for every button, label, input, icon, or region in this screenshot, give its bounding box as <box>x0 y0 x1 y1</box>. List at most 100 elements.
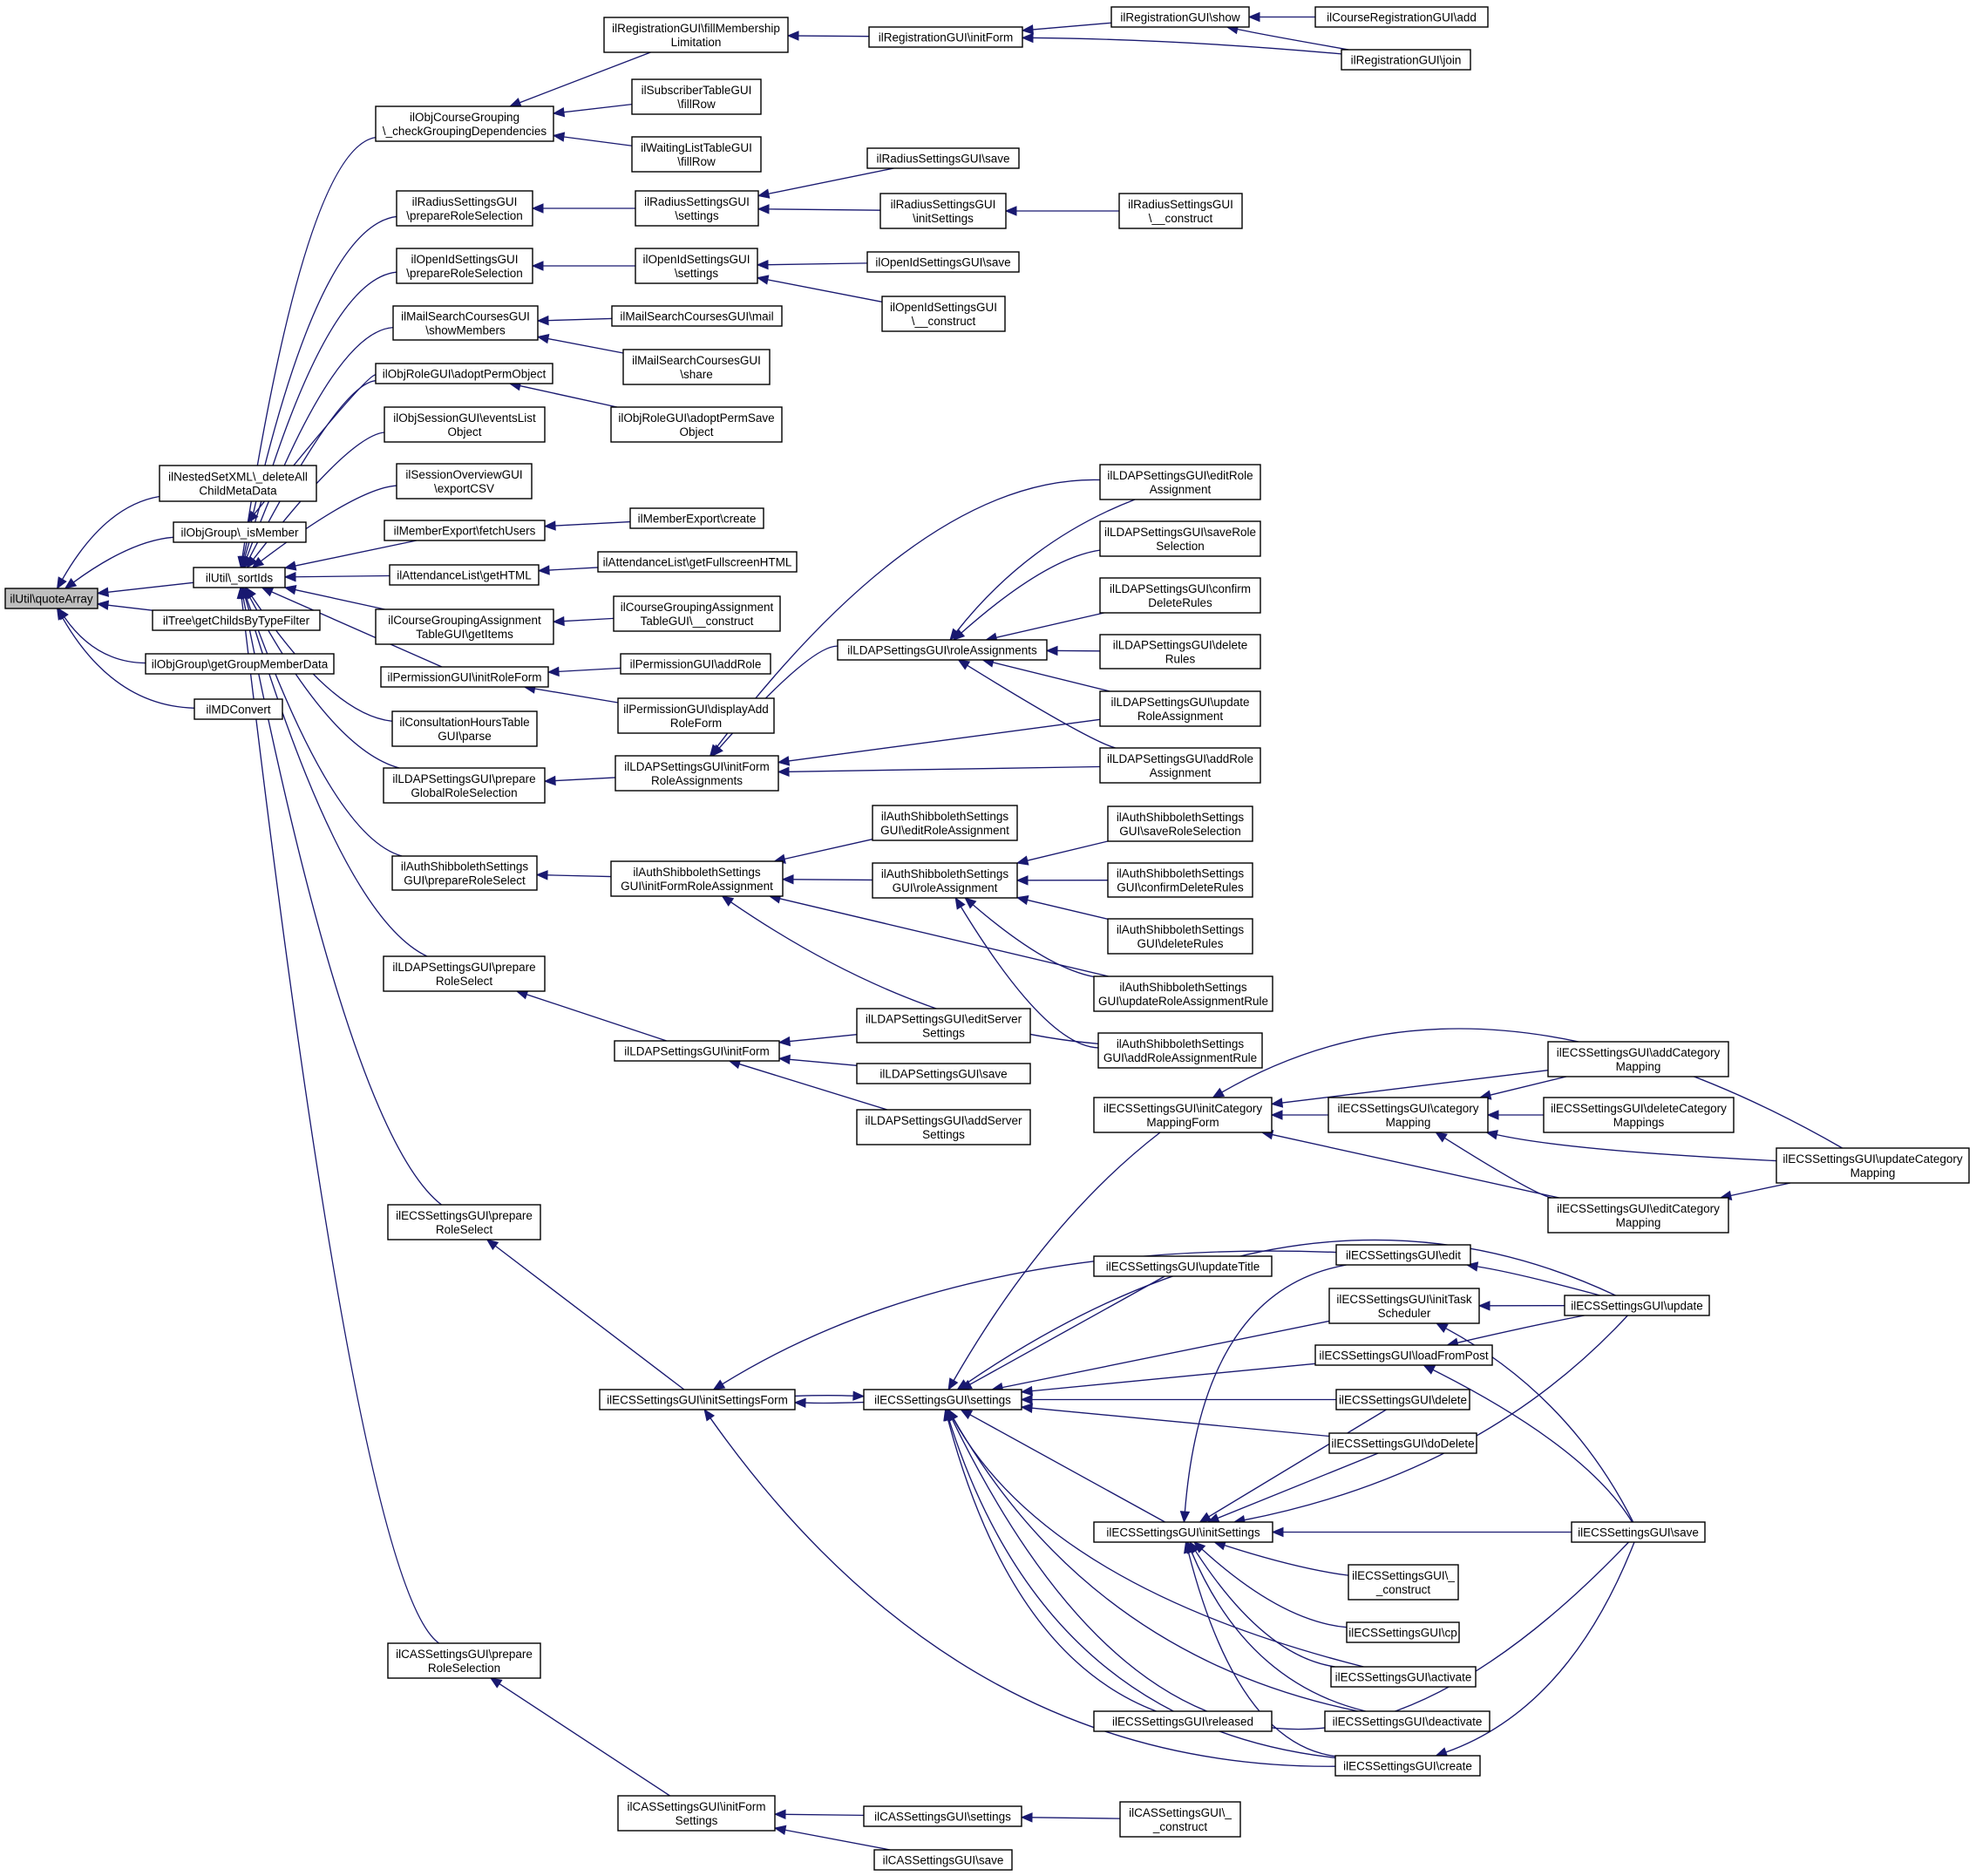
node-reg-init-form[interactable]: ilRegistrationGUI\initForm <box>868 26 1023 48</box>
node-radius-construct[interactable]: ilRadiusSettingsGUI\__construct <box>1118 193 1243 229</box>
node-radius-prepare[interactable]: ilRadiusSettingsGUI\prepareRoleSelection <box>396 190 533 227</box>
node-shib-init-form[interactable]: ilAuthShibbolethSettingsGUI\initFormRole… <box>610 860 784 897</box>
node-ecs-construct[interactable]: ilECSSettingsGUI\__construct <box>1348 1564 1459 1601</box>
node-session-overview[interactable]: ilSessionOverviewGUI\exportCSV <box>396 463 533 500</box>
node-ldap-update-role[interactable]: ilLDAPSettingsGUI\updateRoleAssignment <box>1099 690 1261 727</box>
node-ldap-confirm-del[interactable]: ilLDAPSettingsGUI\confirmDeleteRules <box>1099 577 1261 614</box>
node-ecs-cp[interactable]: ilECSSettingsGUI\cp <box>1346 1621 1460 1643</box>
node-reg-show[interactable]: ilRegistrationGUI\show <box>1110 6 1250 28</box>
node-ecs-prepare[interactable]: ilECSSettingsGUI\prepareRoleSelect <box>387 1204 541 1240</box>
node-ecs-edit[interactable]: ilECSSettingsGUI\edit <box>1335 1244 1471 1266</box>
node-ldap-prepare-role[interactable]: ilLDAPSettingsGUI\prepareRoleSelect <box>383 955 546 992</box>
node-ldap-role-assignments[interactable]: ilLDAPSettingsGUI\roleAssignments <box>837 639 1048 661</box>
node-radius-settings[interactable]: ilRadiusSettingsGUI\settings <box>635 190 759 227</box>
node-ldap-edit-role[interactable]: ilLDAPSettingsGUI\editRoleAssignment <box>1099 464 1261 500</box>
node-ecs-update-title[interactable]: ilECSSettingsGUI\updateTitle <box>1093 1255 1273 1277</box>
node-waiting-fill[interactable]: ilWaitingListTableGUI\fillRow <box>631 136 762 173</box>
node-quote-array[interactable]: ilUtil\quoteArray <box>4 588 98 609</box>
node-ecs-load-from-post[interactable]: ilECSSettingsGUI\loadFromPost <box>1314 1344 1493 1366</box>
node-ldap-save-role-sel[interactable]: ilLDAPSettingsGUI\saveRoleSelection <box>1099 520 1261 557</box>
node-shib-edit-role[interactable]: ilAuthShibbolethSettingsGUI\editRoleAssi… <box>872 805 1018 841</box>
node-ecs-do-delete[interactable]: ilECSSettingsGUI\doDelete <box>1328 1432 1477 1454</box>
node-perm-init-role[interactable]: ilPermissionGUI\initRoleForm <box>380 666 549 688</box>
node-shib-update-rule[interactable]: ilAuthShibbolethSettingsGUI\updateRoleAs… <box>1093 975 1273 1012</box>
node-attendance-get-h-t-m-l[interactable]: ilAttendanceList\getHTML <box>389 564 540 586</box>
node-ldap-prepare-global[interactable]: ilLDAPSettingsGUI\prepareGlobalRoleSelec… <box>383 767 546 804</box>
node-obj-group-get-member[interactable]: ilObjGroup\getGroupMemberData <box>145 653 335 675</box>
node-open-id-construct[interactable]: ilOpenIdSettingsGUI\__construct <box>881 296 1006 332</box>
node-ecs-update[interactable]: ilECSSettingsGUI\update <box>1564 1295 1710 1316</box>
node-ldap-delete-rules[interactable]: ilLDAPSettingsGUI\deleteRules <box>1099 634 1261 670</box>
node-ldap-init-form[interactable]: ilLDAPSettingsGUI\initForm <box>614 1040 780 1062</box>
node-obj-course-grouping[interactable]: ilObjCourseGrouping\_checkGroupingDepend… <box>375 105 554 142</box>
node-radius-save[interactable]: ilRadiusSettingsGUI\save <box>866 147 1020 169</box>
node-shib-save-role-sel[interactable]: ilAuthShibbolethSettingsGUI\saveRoleSele… <box>1107 805 1253 842</box>
node-obj-group-is-member[interactable]: ilObjGroup\_isMember <box>173 521 307 543</box>
node-member-export-create[interactable]: ilMemberExport\create <box>629 507 764 529</box>
node-ldap-add-role[interactable]: ilLDAPSettingsGUI\addRoleAssignment <box>1099 747 1261 784</box>
node-ecs-settings[interactable]: ilECSSettingsGUI\settings <box>863 1389 1022 1410</box>
node-cas-save[interactable]: ilCASSettingsGUI\save <box>873 1849 1013 1871</box>
node-open-id-save[interactable]: ilOpenIdSettingsGUI\save <box>866 251 1020 273</box>
node-attendance-full[interactable]: ilAttendanceList\getFullscreenHTML <box>597 551 798 573</box>
node-course-grouping-table[interactable]: ilCourseGroupingAssignmentTableGUI\getIt… <box>375 608 554 645</box>
node-ecs-released[interactable]: ilECSSettingsGUI\released <box>1093 1710 1273 1732</box>
node-reg-fill-member[interactable]: ilRegistrationGUI\fillMembershipLimitati… <box>603 17 789 53</box>
node-cas-construct[interactable]: ilCASSettingsGUI\__construct <box>1119 1801 1241 1838</box>
node-member-export-fetch[interactable]: ilMemberExport\fetchUsers <box>384 520 546 541</box>
node-ecs-deactivate[interactable]: ilECSSettingsGUI\deactivate <box>1324 1710 1490 1732</box>
node-shib-confirm-del[interactable]: ilAuthShibbolethSettingsGUI\confirmDelet… <box>1107 862 1253 898</box>
node-md-convert[interactable]: ilMDConvert <box>194 698 283 720</box>
node-course-reg-add[interactable]: ilCourseRegistrationGUI\add <box>1314 6 1489 28</box>
node-perm-add-role[interactable]: ilPermissionGUI\addRole <box>620 653 771 675</box>
node-open-id-settings[interactable]: ilOpenIdSettingsGUI\settings <box>635 248 758 284</box>
node-ecs-activate[interactable]: ilECSSettingsGUI\activate <box>1330 1666 1477 1688</box>
node-ecs-delete[interactable]: ilECSSettingsGUI\delete <box>1335 1389 1470 1410</box>
node-cas-settings[interactable]: ilCASSettingsGUI\settings <box>863 1805 1022 1827</box>
node-ecs-init-settings-form[interactable]: ilECSSettingsGUI\initSettingsForm <box>599 1389 796 1410</box>
node-ecs-init-settings[interactable]: ilECSSettingsGUI\initSettings <box>1093 1521 1273 1543</box>
node-radius-init-settings[interactable]: ilRadiusSettingsGUI\initSettings <box>879 193 1007 229</box>
node-tree-get-childs[interactable]: ilTree\getChildsByTypeFilter <box>152 609 321 631</box>
node-mail-search-show[interactable]: ilMailSearchCoursesGUI\showMembers <box>392 305 539 341</box>
node-reg-join[interactable]: ilRegistrationGUI\join <box>1341 49 1471 71</box>
node-sort-ids[interactable]: ilUtil\_sortIds <box>193 567 286 588</box>
node-label: _construct <box>1152 1820 1208 1833</box>
node-box <box>1093 1521 1273 1543</box>
edge-arrowhead <box>1021 24 1034 35</box>
node-box <box>1314 1344 1493 1366</box>
node-obj-role-adopt[interactable]: ilObjRoleGUI\adoptPermObject <box>375 363 553 384</box>
node-shib-prepare[interactable]: ilAuthShibbolethSettingsGUI\prepareRoleS… <box>391 855 538 891</box>
node-ecs-create[interactable]: ilECSSettingsGUI\create <box>1334 1755 1481 1777</box>
node-open-id-prepare[interactable]: ilOpenIdSettingsGUI\prepareRoleSelection <box>396 248 533 284</box>
node-cas-prepare[interactable]: ilCASSettingsGUI\prepareRoleSelection <box>387 1642 541 1679</box>
node-ldap-init-form-role[interactable]: ilLDAPSettingsGUI\initFormRoleAssignment… <box>615 755 779 792</box>
call-edge <box>1281 1070 1549 1104</box>
node-shib-role-assign[interactable]: ilAuthShibbolethSettingsGUI\roleAssignme… <box>872 862 1018 899</box>
node-subscriber-fill[interactable]: ilSubscriberTableGUI\fillRow <box>631 78 762 115</box>
node-shib-add-rule[interactable]: ilAuthShibbolethSettingsGUI\addRoleAssig… <box>1097 1032 1263 1069</box>
node-label: ChildMetaData <box>199 485 277 498</box>
node-ecs-save[interactable]: ilECSSettingsGUI\save <box>1571 1521 1706 1543</box>
node-course-grouping-construct[interactable]: ilCourseGroupingAssignmentTableGUI\__con… <box>613 595 781 632</box>
node-mail-search-share[interactable]: ilMailSearchCoursesGUI\share <box>622 349 771 385</box>
node-ldap-save[interactable]: ilLDAPSettingsGUI\save <box>856 1063 1031 1084</box>
node-mail-search-mail[interactable]: ilMailSearchCoursesGUI\mail <box>611 305 783 327</box>
node-box <box>614 1040 780 1062</box>
